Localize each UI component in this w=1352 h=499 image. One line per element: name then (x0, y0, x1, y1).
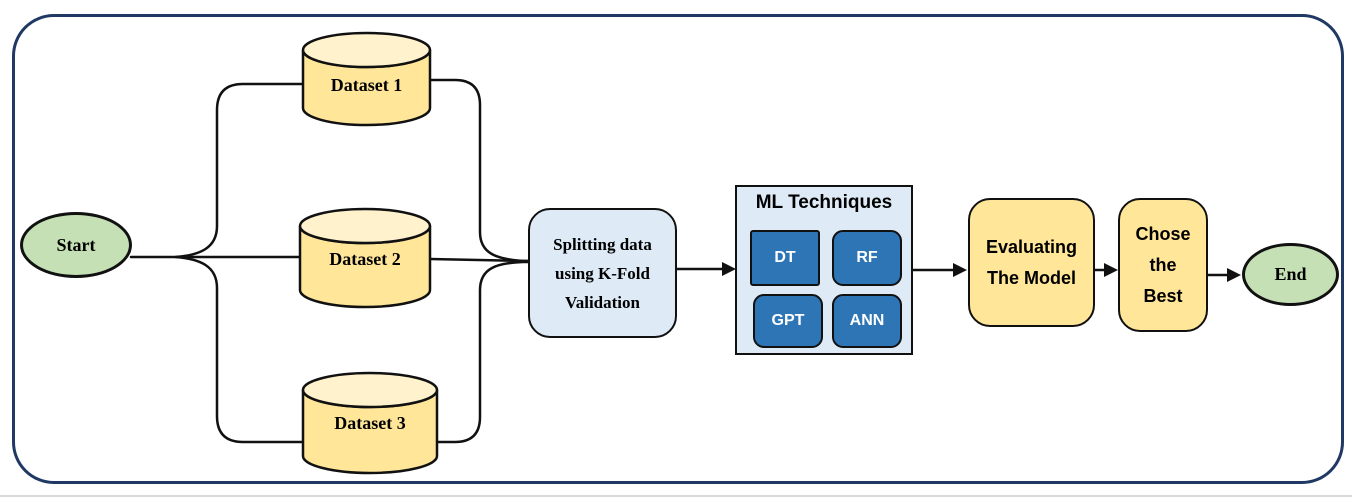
evaluating-line1: Evaluating (985, 236, 1078, 257)
evaluating-line2: The Model (987, 267, 1076, 288)
splitting-line1: Splitting data (553, 234, 652, 254)
connector-start-to-dataset1 (174, 82, 305, 259)
chose-line2: the (1149, 254, 1177, 275)
arrowhead-to-end (1227, 268, 1241, 282)
dataset2-cylinder-top (298, 207, 432, 245)
connector-start-to-dataset3 (174, 255, 305, 444)
technique-dt: DT (750, 230, 820, 286)
start-node: Start (20, 212, 132, 278)
end-node: End (1242, 243, 1339, 306)
arrowhead-to-evaluating (953, 263, 967, 277)
page-bottom-edge (0, 495, 1352, 497)
evaluating-node: Evaluating The Model (968, 198, 1095, 327)
ml-techniques-container: ML Techniques DT RF GPT ANN (735, 185, 913, 355)
dataset1-label: Dataset 1 (330, 75, 403, 95)
technique-gpt: GPT (753, 294, 823, 348)
technique-rf: RF (832, 230, 902, 286)
connector-dataset3-to-splitting (435, 260, 530, 444)
arrowhead-to-ml (722, 262, 736, 276)
chose-best-node: Chose the Best (1118, 198, 1208, 332)
dataset3-cylinder-top (301, 371, 439, 409)
arrowhead-to-chose (1104, 263, 1118, 277)
chose-line3: Best (1143, 285, 1183, 306)
dataset3-label: Dataset 3 (334, 413, 406, 433)
dataset1-cylinder-top (301, 31, 432, 69)
start-label: Start (56, 234, 96, 255)
ml-techniques-title: ML Techniques (755, 192, 893, 213)
splitting-line2: using K-Fold (555, 263, 650, 283)
splitting-line3: Validation (565, 292, 640, 312)
connector-dataset2-to-splitting (428, 257, 530, 263)
dataset2-label: Dataset 2 (329, 249, 401, 269)
connector-dataset1-to-splitting (428, 78, 530, 263)
end-label: End (1274, 264, 1307, 284)
splitting-node: Splitting data using K-Fold Validation (528, 208, 677, 338)
technique-ann: ANN (832, 294, 902, 348)
chose-line1: Chose (1135, 223, 1191, 244)
outer-frame (12, 14, 1344, 484)
